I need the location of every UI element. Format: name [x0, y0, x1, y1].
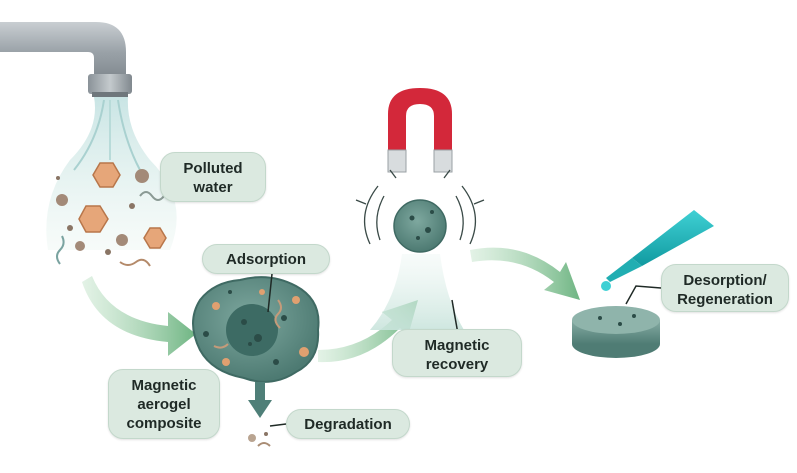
adsorption-label: Adsorption	[202, 244, 330, 274]
flow-arrow-3	[470, 247, 580, 300]
faucet-icon	[0, 22, 132, 97]
aerogel-particle-icon	[192, 276, 320, 383]
recovered-particle-icon	[393, 199, 447, 253]
aerogel-disc-icon	[572, 306, 660, 358]
pipette-icon	[601, 210, 714, 291]
fragments-icon	[248, 432, 271, 447]
degradation-label: Degradation	[286, 409, 410, 439]
degradation-arrow	[248, 382, 272, 418]
magnetic-field-lines	[355, 169, 485, 245]
recovery-stream-icon	[370, 254, 464, 330]
flow-arrow-1	[82, 276, 196, 356]
horseshoe-magnet-icon	[387, 88, 453, 173]
magnetic-aerogel-composite-label: Magnetic aerogel composite	[108, 369, 220, 439]
magnetic-recovery-label: Magnetic recovery	[392, 329, 522, 377]
polluted-water-label: Polluted water	[160, 152, 266, 202]
pollutant-particles-icon	[56, 162, 177, 267]
desorption-regeneration-label: Desorption/ Regeneration	[661, 264, 789, 312]
label-leaders	[267, 273, 662, 427]
